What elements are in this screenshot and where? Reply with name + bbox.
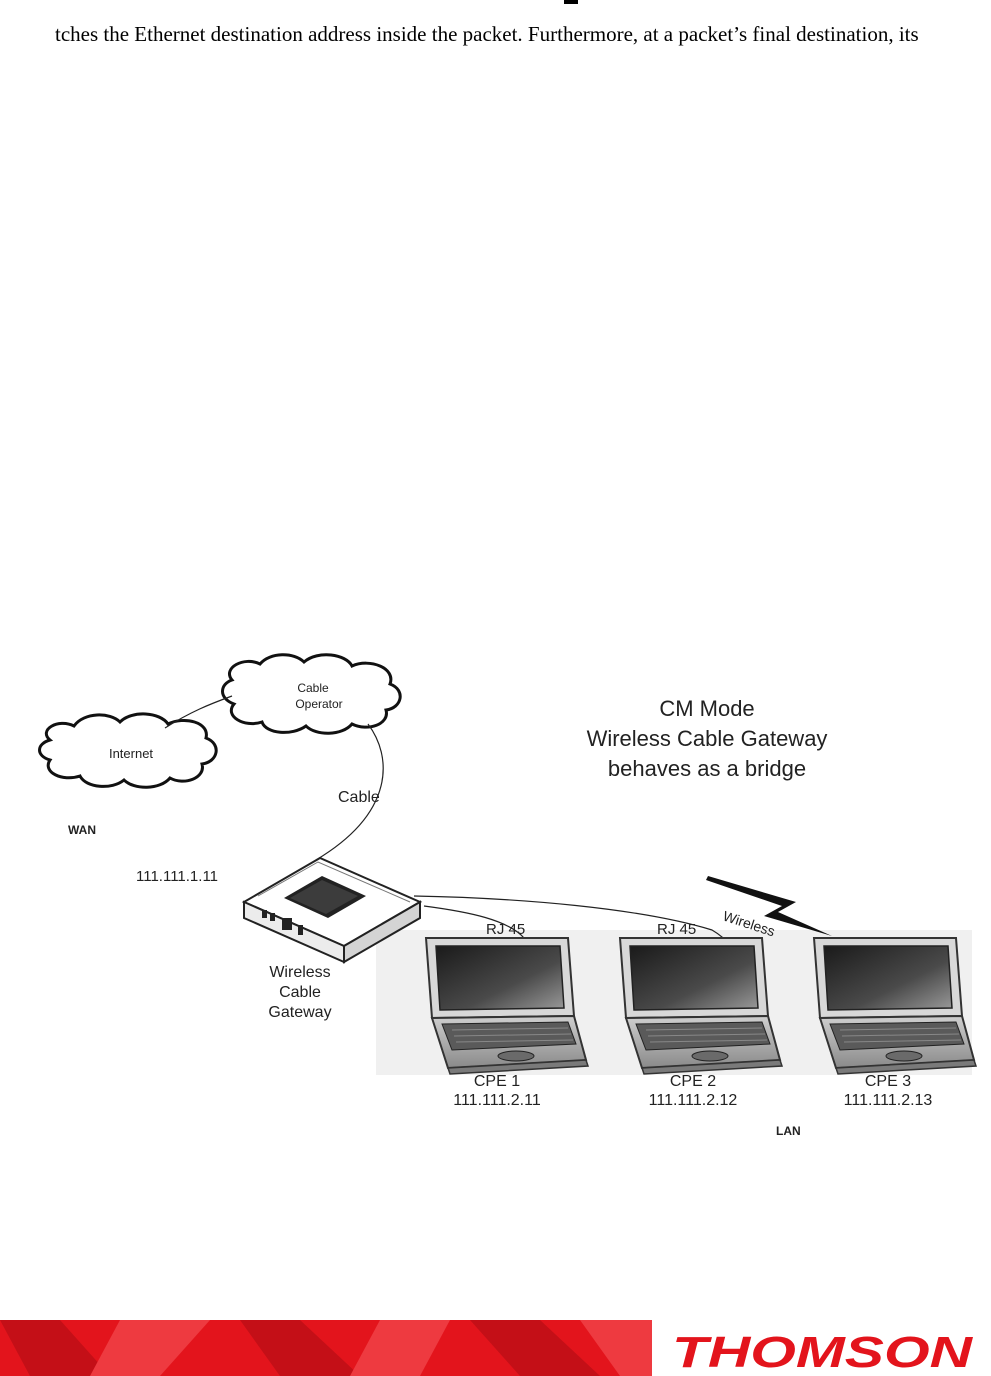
operator-to-gateway-cable: [315, 723, 384, 861]
gateway-device-icon: [241, 856, 423, 964]
diagram-title-line3: behaves as a bridge: [608, 756, 806, 781]
cable-operator-label-line1: Cable: [297, 681, 329, 695]
thomson-logo: THOMSON: [672, 1328, 974, 1376]
network-diagram: Internet Cable Operator Cable CM Mode Wi…: [38, 653, 977, 1138]
cpe1-ip: 111.111.2.11: [453, 1092, 541, 1109]
gateway-label-line1: Wireless: [269, 964, 330, 981]
footer-red-stripes: THOMSON: [0, 1320, 991, 1376]
cpe3-ip: 111.111.2.13: [844, 1092, 933, 1109]
footer-brand-bar: THOMSON: [0, 1320, 991, 1376]
internet-to-operator-link: [164, 695, 233, 729]
internet-cloud: [38, 712, 218, 789]
wireless-bolt-icon: [706, 876, 832, 936]
body-text-line: tches the Ethernet destination address i…: [55, 22, 919, 46]
cpe2-ip: 111.111.2.12: [649, 1092, 738, 1109]
laptop-icon-cpe2: [619, 937, 783, 1075]
cable-operator-cloud: [221, 653, 402, 735]
gateway-ip-label: 111.111.1.11: [136, 868, 218, 885]
diagram-title-line1: CM Mode: [659, 696, 754, 721]
cpe3-name: CPE 3: [865, 1073, 911, 1090]
cpe2-name: CPE 2: [670, 1073, 716, 1090]
cpe1-name: CPE 1: [474, 1073, 520, 1090]
page-top-marker: [564, 0, 578, 4]
rj45-label-1: RJ 45: [486, 921, 525, 938]
laptop-icon-cpe1: [425, 937, 589, 1075]
rj45-label-2: RJ 45: [657, 921, 696, 938]
gateway-label-line2: Cable: [279, 984, 321, 1001]
cable-label: Cable: [338, 789, 380, 806]
laptop-icon-cpe3: [813, 937, 977, 1075]
diagram-title-line2: Wireless Cable Gateway: [587, 726, 828, 751]
wan-label: WAN: [68, 823, 96, 837]
lan-label: LAN: [776, 1124, 801, 1138]
cable-operator-label-line2: Operator: [295, 697, 342, 711]
gateway-label-line3: Gateway: [268, 1004, 331, 1021]
internet-label: Internet: [109, 746, 153, 761]
